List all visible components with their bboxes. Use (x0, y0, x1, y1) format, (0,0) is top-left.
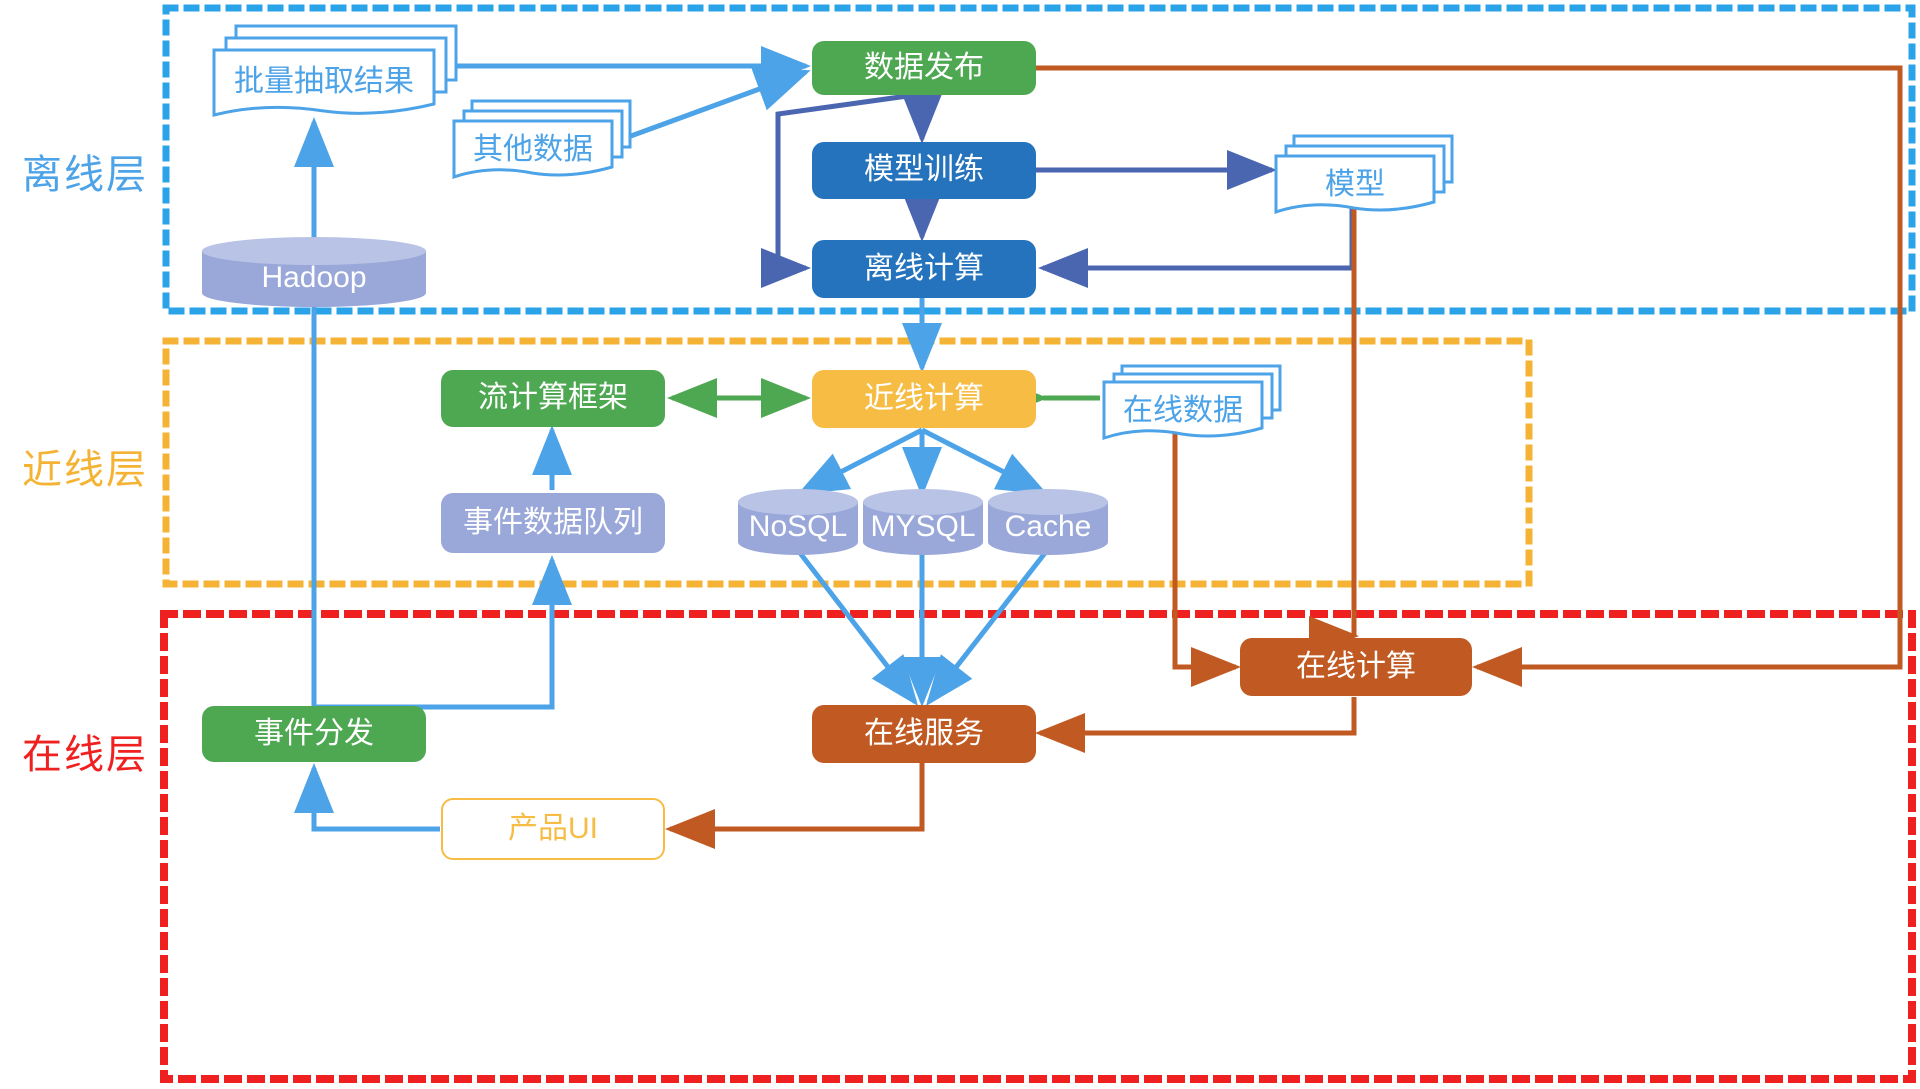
node-nosql[interactable]: NoSQL (736, 489, 860, 555)
edge-cache-to-service (925, 551, 1047, 706)
edge-ui-to-dispatch (294, 763, 440, 832)
node-data-publish[interactable]: 数据发布 (812, 41, 1036, 95)
node-online-data[interactable]: 在线数据 (1098, 360, 1288, 446)
node-label-other-data: 其他数据 (473, 133, 593, 166)
nearline-layer-frame (162, 337, 1533, 588)
edge-nearline-to-cache (920, 427, 1048, 495)
node-label-mysql: MYSQL (870, 510, 976, 543)
layer-label-nearline: 近线层 (22, 448, 148, 492)
node-offline-compute[interactable]: 离线计算 (812, 240, 1036, 298)
layer-label-online: 在线层 (22, 733, 148, 777)
node-batch-extract-result[interactable]: 批量抽取结果 (206, 18, 466, 123)
node-label-batch-extract-result: 批量抽取结果 (234, 65, 414, 98)
edge-dispatch-to-queue (314, 555, 572, 710)
node-event-dispatch[interactable]: 事件分发 (202, 706, 426, 762)
node-stream-framework[interactable]: 流计算框架 (441, 370, 665, 427)
layer-label-offline: 离线层 (22, 153, 148, 197)
offline-layer-frame (162, 4, 1916, 315)
node-online-compute[interactable]: 在线计算 (1240, 638, 1472, 696)
edge-nearline-to-nosql (797, 427, 924, 495)
node-other-data[interactable]: 其他数据 (448, 95, 638, 185)
node-model[interactable]: 模型 (1270, 130, 1460, 220)
node-label-hadoop: Hadoop (261, 261, 367, 294)
node-label-cache: Cache (1004, 510, 1092, 543)
node-hadoop[interactable]: Hadoop (200, 237, 428, 307)
node-label-online-data: 在线数据 (1123, 394, 1243, 427)
node-mysql[interactable]: MYSQL (861, 489, 985, 555)
node-label-nosql: NoSQL (748, 510, 848, 543)
edge-onlinecompute-to-service (1035, 697, 1357, 753)
node-cache[interactable]: Cache (986, 489, 1110, 555)
edge-service-to-ui (665, 763, 925, 849)
edge-publish-to-onlinecompute (1036, 65, 1903, 687)
node-model-training[interactable]: 模型训练 (812, 142, 1036, 199)
edge-onlinedata-to-onlinecompute (1172, 425, 1241, 687)
edge-nosql-to-service (798, 551, 919, 706)
edge-publish-branch-to-offlinecompute (761, 91, 923, 288)
edge-other-to-publish (619, 68, 811, 143)
node-event-data-queue[interactable]: 事件数据队列 (441, 493, 665, 553)
node-label-model: 模型 (1325, 168, 1385, 201)
node-nearline-compute[interactable]: 近线计算 (812, 370, 1036, 428)
node-product-ui[interactable]: 产品UI (441, 798, 665, 860)
node-online-service[interactable]: 在线服务 (812, 705, 1036, 763)
online-layer-frame (160, 610, 1916, 1083)
